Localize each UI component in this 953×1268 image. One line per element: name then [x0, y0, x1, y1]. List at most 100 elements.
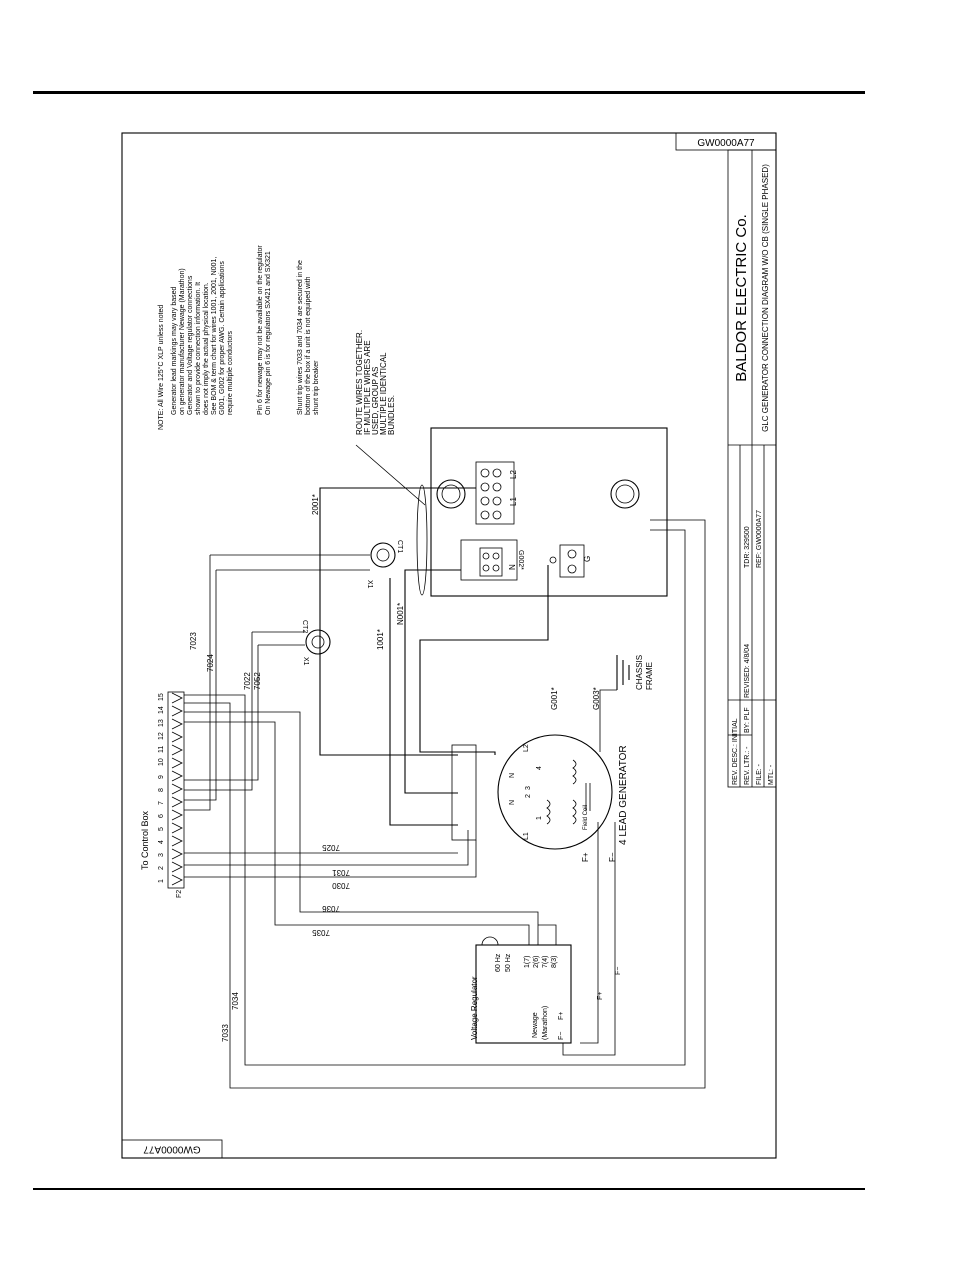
field-f-plus: F+ — [597, 992, 604, 1000]
gen-n-label-a: N — [509, 800, 516, 805]
reg-f-plus: F+ — [558, 1012, 565, 1020]
gen-t3: 3 — [525, 786, 532, 790]
route-note-line: BUNDLES. — [387, 395, 396, 435]
reg-f-minus: F− — [558, 1032, 565, 1040]
terminal-pin-label: 6 — [158, 814, 165, 818]
marathon-label: (Marathon) — [542, 1006, 549, 1040]
terminal-pin — [171, 874, 183, 886]
box-l2-label: L2 — [509, 470, 518, 479]
gen-l2-label: L2 — [523, 744, 530, 752]
ground-terminal-block — [559, 544, 585, 578]
terminal-pin-label: 14 — [158, 706, 165, 714]
terminal-pin — [171, 848, 183, 860]
enclosure: L1 L2 N G G002* — [430, 427, 668, 597]
gen-f-plus: F+ — [581, 852, 590, 862]
wire-g002: G002* — [517, 550, 524, 570]
wire-7036: 7036 — [322, 904, 340, 913]
terminal-pin-label: 8 — [158, 788, 165, 792]
chassis-ground: CHASSIS FRAME — [616, 655, 654, 690]
wire-7033: 7033 — [221, 1024, 230, 1042]
route-note-line: ROUTE WIRES TOGETHER. — [355, 330, 364, 435]
field-f-minus: F− — [615, 967, 622, 975]
gen-t1: 1 — [536, 816, 543, 820]
rev-ltr: REV. LTR.: - — [744, 746, 751, 785]
neutral-terminal-block — [460, 539, 518, 581]
note-line: Generator and Voltage regulator connecti… — [187, 275, 194, 415]
rev-by: BY: PLF — [744, 707, 751, 733]
chassis-label: CHASSIS — [635, 655, 644, 690]
note-line: shunt trip breaker — [313, 360, 320, 415]
note-line: Pin 6 for newage may not be available on… — [257, 245, 264, 415]
note-line: G001, G002 for proper AWG. Certain appli… — [219, 261, 226, 415]
gen-t2: 2 — [525, 794, 532, 798]
terminal-pin-label: 3 — [158, 853, 165, 857]
route-note-line: IF MULTIPLE WIRES ARE — [363, 340, 372, 435]
gen-f-minus: F− — [608, 852, 617, 862]
note-line: On Newage pin 6 is for regulators SX421 … — [265, 251, 272, 415]
reg-term-7: 7(4) — [542, 956, 549, 968]
terminal-pin-label: 1 — [158, 879, 165, 883]
drawing-number-box-rotated — [121, 1139, 223, 1159]
rev-desc: REV. DESC.: INITIAL — [732, 718, 739, 785]
note-line: Shunt trip wires 7033 and 7034 are secur… — [297, 260, 304, 415]
reg-50hz: 50 Hz — [505, 953, 512, 972]
terminal-pin — [171, 796, 183, 808]
ct2: CT2 X1 — [301, 620, 331, 666]
voltage-regulator: Voltage Regulator Newage (Marathon) F− F… — [470, 936, 622, 1044]
drawing-number-rotated: GW0000A77 — [143, 1143, 201, 1154]
ref: REF: GW0000A77 — [756, 510, 763, 568]
control-box-label: To Control Box — [140, 810, 150, 870]
reg-term-1: 1(7) — [524, 956, 531, 968]
wire-7024: 7024 — [206, 654, 215, 672]
wire-g003: G003* — [592, 687, 601, 710]
terminal-pin — [171, 757, 183, 769]
box-n-label: N — [508, 564, 517, 570]
drawing-number: GW0000A77 — [697, 138, 755, 149]
terminal-pin — [171, 861, 183, 873]
note-line: bottom of the box if a unit is not equip… — [305, 276, 312, 415]
gen-l1-label: L1 — [523, 832, 530, 840]
terminal-pin-label: 7 — [158, 801, 165, 805]
terminal-pin — [171, 744, 183, 756]
footer-rule — [33, 1188, 865, 1190]
terminal-pin — [171, 835, 183, 847]
wiring — [184, 444, 706, 1089]
title-block: BALDOR ELECTRIC Co. GLC GENERATOR CONNEC… — [727, 149, 777, 788]
note-line: does not imply the actual physical locat… — [203, 282, 210, 415]
mtl: MTL: - — [768, 764, 775, 785]
note-line: See BOM & term chart for wires 1001, 200… — [211, 257, 218, 415]
revised-date: REVISED: 4/8/04 — [744, 644, 751, 698]
wire-n001: N001* — [396, 603, 405, 625]
note-line: shown to provide connection information.… — [195, 282, 202, 415]
tdr: TDR: 329500 — [744, 526, 751, 568]
box-l1-label: L1 — [509, 497, 518, 506]
frame-label: FRAME — [645, 662, 654, 690]
drawing-number-box — [675, 132, 777, 151]
terminal-pin — [171, 692, 183, 704]
box-g-label: G — [583, 556, 592, 562]
wire-7023: 7023 — [189, 632, 198, 650]
note-line: on generator manufacturer Newage (Marath… — [179, 268, 186, 415]
terminal-pin-label: 2 — [158, 866, 165, 870]
wire-1001: 1001* — [376, 629, 385, 650]
file: FILE: - — [756, 763, 763, 785]
wire-7052: 7052 — [253, 672, 262, 690]
terminal-pin-label: 11 — [158, 746, 165, 753]
drawing-title: GLC GENERATOR CONNECTION DIAGRAM W/O CB … — [761, 164, 770, 432]
wire-7034: 7034 — [231, 992, 240, 1010]
route-note-line: USED, GROUP AS — [371, 367, 380, 435]
wire-7022: 7022 — [243, 672, 252, 690]
wire-7035: 7035 — [312, 928, 330, 937]
terminal-pin-label: 15 — [158, 693, 165, 701]
terminal-pin-label: 13 — [158, 719, 165, 727]
ct2-x1-label: X1 — [302, 657, 309, 666]
company-name: BALDOR ELECTRIC Co. — [733, 214, 750, 382]
note-line: require multiple conductors — [227, 330, 234, 415]
terminal-pin-label: 4 — [158, 840, 165, 844]
terminal-pin — [171, 822, 183, 834]
l1-l2-terminal-block — [475, 461, 515, 525]
field-coil-label: Field Coil — [583, 805, 589, 830]
wire-7030: 7030 — [332, 881, 350, 890]
wire-2001: 2001* — [311, 494, 320, 515]
